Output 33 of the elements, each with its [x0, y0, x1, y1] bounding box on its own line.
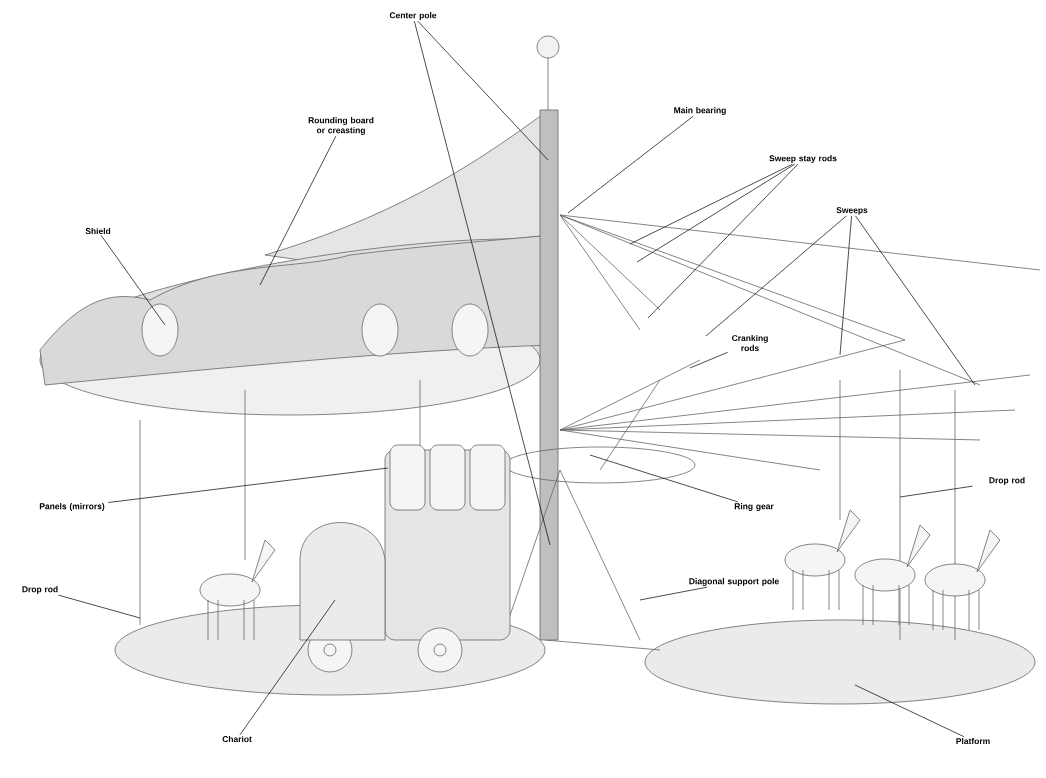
leader-line: [100, 234, 166, 326]
leader-line: [58, 594, 141, 619]
leader-line: [705, 215, 847, 337]
leader-line: [589, 454, 739, 503]
leader-line: [839, 215, 852, 356]
leader-line: [639, 586, 708, 601]
part-label: Shield: [85, 227, 111, 235]
part-label: Chariot: [222, 735, 252, 743]
part-label: Diagonal support pole: [689, 578, 779, 586]
leader-line: [567, 115, 694, 214]
part-label: Platform: [956, 737, 990, 745]
leader-line: [855, 215, 976, 386]
part-label: Panels (mirrors): [39, 503, 105, 511]
part-label: Cranking rods: [732, 334, 768, 352]
leader-line: [239, 599, 336, 736]
leader-line: [413, 20, 551, 546]
leader-line: [689, 351, 729, 369]
leader-line: [899, 485, 973, 498]
part-label: Sweep stay rods: [769, 155, 837, 163]
part-label: Main bearing: [674, 107, 726, 115]
leader-line: [647, 163, 799, 319]
part-label: Drop rod: [22, 586, 58, 594]
leader-line: [417, 20, 549, 161]
leader-line: [636, 163, 796, 263]
part-label: Center pole: [389, 12, 437, 20]
leader-line: [107, 467, 389, 503]
part-label: Rounding board or creasting: [308, 117, 374, 135]
part-label: Sweeps: [836, 207, 868, 215]
part-label: Ring gear: [734, 503, 774, 511]
leader-line: [259, 135, 337, 286]
leader-line: [629, 163, 793, 245]
leader-line: [854, 684, 965, 738]
part-label: Drop rod: [989, 477, 1025, 485]
